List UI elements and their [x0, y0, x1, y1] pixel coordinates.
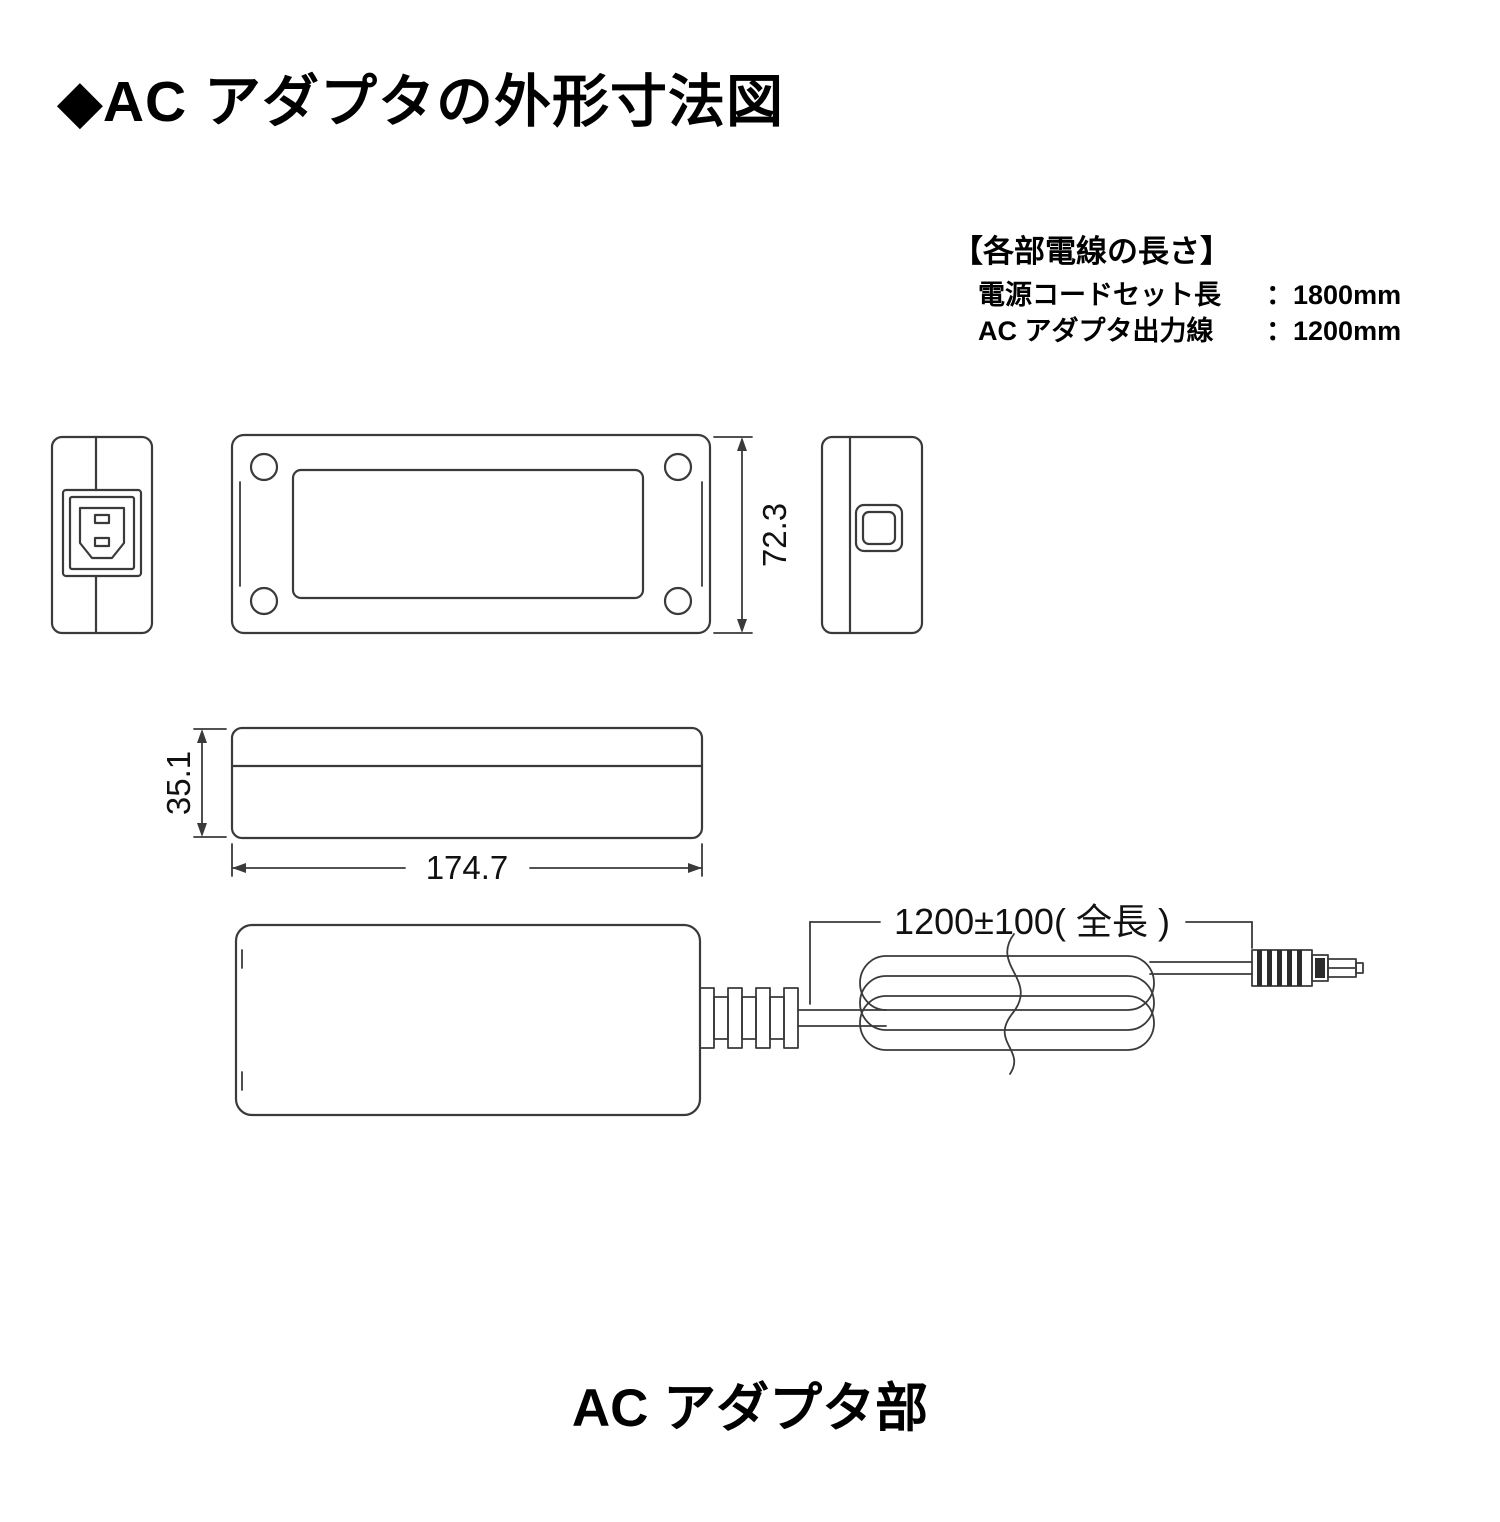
dim-body-height-label: 35.1 [160, 751, 197, 815]
side-profile-view [230, 726, 704, 840]
footer-label: AC アダプタ部 [571, 1379, 929, 1438]
left-end-view [50, 435, 154, 635]
cable-coil [859, 955, 1155, 1051]
dim-body-width: 72.3 [713, 436, 793, 634]
top-view [230, 433, 712, 635]
cable-exit-icon [854, 503, 904, 553]
wire-length-value: ：1800mm [1266, 280, 1402, 310]
adapter-cable-view: 1200±100( 全長 ) [234, 901, 1364, 1117]
right-end-view [820, 435, 924, 635]
wire-length-row-power-cord: 電源コードセット長 ：1800mm [952, 277, 1401, 313]
dim-body-length: 174.7 [231, 843, 703, 886]
dim-body-length-label: 174.7 [426, 849, 509, 886]
wire-length-label: AC アダプタ出力線 [978, 316, 1214, 347]
adapter-body [234, 923, 702, 1117]
screw-hole-icon [249, 452, 693, 616]
dc-plug-icon [1251, 949, 1364, 987]
wire-length-value: ：1200mm [1266, 316, 1402, 347]
strain-relief [699, 987, 799, 1049]
label-recess [291, 468, 645, 600]
wire-length-heading: 【各部電線の長さ】 [952, 234, 1231, 269]
dim-body-width-label: 72.3 [756, 503, 793, 567]
wire-length-row-output-wire: AC アダプタ出力線 ：1200mm [952, 313, 1401, 349]
ac-inlet-icon [61, 488, 143, 578]
wire-length-note: 【各部電線の長さ】 電源コードセット長 ：1800mm AC アダプタ出力線 ：… [952, 226, 1401, 350]
dim-cable-length-label: 1200±100( 全長 ) [894, 901, 1170, 942]
dim-cable-length: 1200±100( 全長 ) [809, 901, 1253, 1005]
wire-length-label: 電源コードセット長 [978, 280, 1221, 310]
output-cable [797, 1009, 887, 1027]
cable-tie [1003, 933, 1022, 1075]
cable-exit-run [1149, 961, 1253, 975]
page-title: ◆AC アダプタの外形寸法図 [58, 70, 784, 134]
dim-body-height: 35.1 [160, 728, 227, 838]
